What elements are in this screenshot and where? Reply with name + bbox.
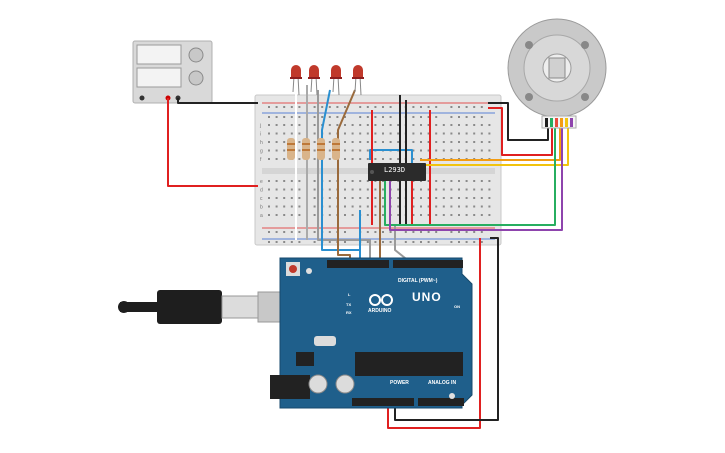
wire-red-5v xyxy=(387,238,481,429)
led-2 xyxy=(308,65,320,96)
digital-header-right[interactable] xyxy=(393,260,463,268)
arduino-uno-board xyxy=(270,257,473,409)
l-label: L xyxy=(348,292,351,297)
power-label: POWER xyxy=(390,380,409,386)
power-header[interactable] xyxy=(352,398,414,406)
wire-purple xyxy=(389,128,563,231)
tx-label: TX xyxy=(346,302,352,307)
row-letter: g xyxy=(260,149,263,155)
row-letter: d xyxy=(260,188,263,194)
analog-header[interactable] xyxy=(418,398,464,406)
led-1 xyxy=(290,65,302,96)
leds xyxy=(290,65,364,96)
rx-label: RX xyxy=(346,310,352,315)
l293d-chip xyxy=(368,163,426,181)
wires xyxy=(167,80,569,429)
row-letter: b xyxy=(260,205,263,211)
wire-red-supply xyxy=(167,98,258,187)
wire-green xyxy=(384,128,556,226)
arduino-brand-label: ARDUINO xyxy=(368,308,392,314)
digital-pwm-label: DIGITAL (PWM~) xyxy=(398,278,438,284)
atmega-chip xyxy=(355,352,463,376)
row-letter: j xyxy=(259,123,261,129)
resistors xyxy=(287,138,340,160)
arduino-logo xyxy=(369,294,393,306)
row-letter: c xyxy=(260,196,263,202)
wire-black-gnd xyxy=(394,237,499,421)
row-letter: i xyxy=(260,132,261,138)
wire-gray xyxy=(317,90,371,262)
row-letter: a xyxy=(260,213,263,219)
row-letter: f xyxy=(260,157,262,163)
dc-motor xyxy=(507,18,607,129)
l293d-label: L293D xyxy=(384,166,406,174)
on-label: ON xyxy=(454,304,460,309)
row-letter: e xyxy=(260,179,263,185)
digital-header-left[interactable] xyxy=(327,260,389,268)
row-letter: h xyxy=(260,140,263,146)
led-4 xyxy=(352,65,364,96)
power-supply xyxy=(132,40,213,104)
analog-in-label: ANALOG IN xyxy=(428,380,457,386)
led-3 xyxy=(330,65,342,96)
arduino-model-label: UNO xyxy=(412,290,442,304)
wire-brown-led xyxy=(337,89,356,262)
